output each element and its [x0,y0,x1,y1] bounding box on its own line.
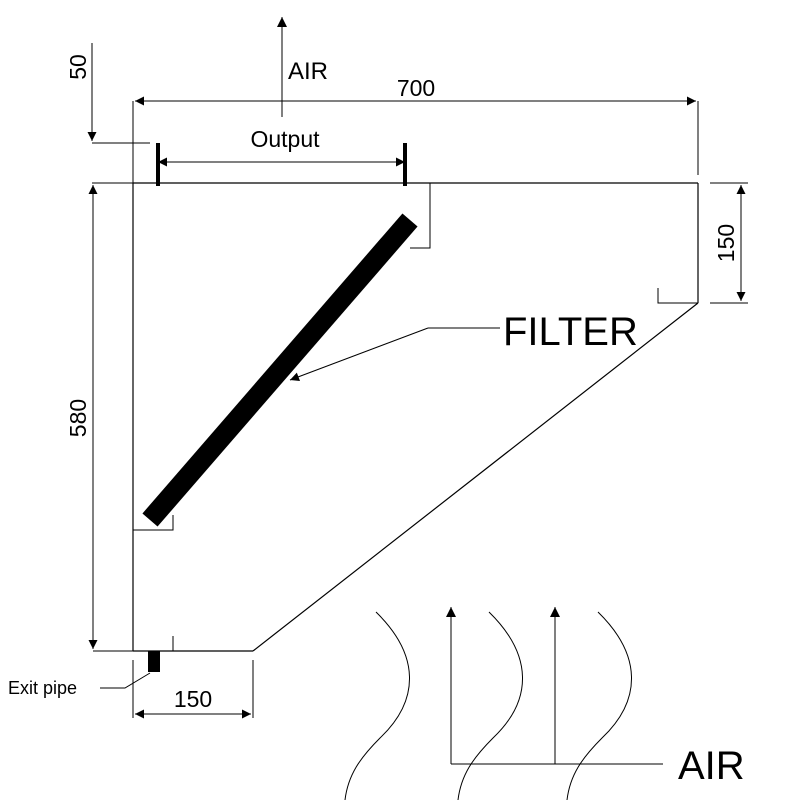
output-label: Output [250,126,320,152]
dimension-580-label: 580 [65,399,91,437]
dimension-150-bottom [132,660,254,719]
air-bottom-label: AIR [678,744,745,788]
air-top-label: AIR [288,58,328,85]
dimension-700 [132,96,699,183]
filter-leader [289,327,500,382]
filter-panel [142,213,418,527]
exit-pipe-label: Exit pipe [8,678,77,698]
dimension-50-label: 50 [65,54,91,80]
dimension-700-label: 700 [397,75,435,101]
dimension-580 [88,185,133,652]
dimension-150-right-label: 150 [713,224,739,262]
exit-pipe-leader [100,672,151,689]
air-inflow-arrows [446,607,663,765]
air-flow-waves [344,611,632,800]
dimension-150-bottom-label: 150 [174,686,212,712]
dimension-150-right [710,182,748,304]
dimension-50 [87,43,150,184]
exit-pipe [148,651,160,672]
filter-brackets [133,182,698,651]
output-markers [156,143,407,186]
housing-outline [132,182,699,652]
filter-label: FILTER [503,310,638,354]
